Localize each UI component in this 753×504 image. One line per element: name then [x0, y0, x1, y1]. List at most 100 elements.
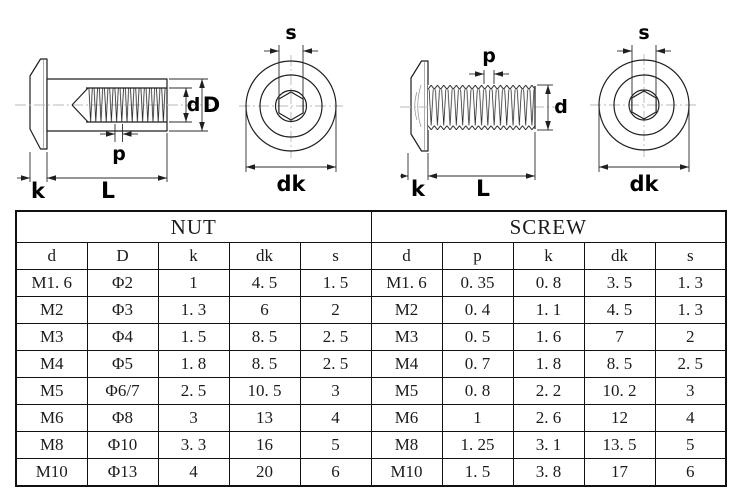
dim-label-D: D: [203, 93, 220, 117]
dimension-dk: dk: [598, 108, 690, 196]
table-cell: 20: [228, 458, 301, 487]
column-header-nut-k: k: [157, 242, 230, 270]
table-cell: 17: [583, 458, 656, 487]
column-header-screw-s: s: [654, 242, 727, 270]
dim-label-dk: dk: [630, 172, 660, 196]
table-cell: 3: [654, 377, 727, 405]
table-cell: 1. 25: [441, 431, 514, 459]
table-cell: Φ10: [86, 431, 159, 459]
dim-label-p: p: [112, 143, 126, 165]
column-header-screw-d: d: [370, 242, 443, 270]
dimension-k-L: k L: [17, 133, 168, 200]
table-cell: 5: [654, 431, 727, 459]
column-header-screw-k: k: [512, 242, 585, 270]
table-cell: 3. 8: [512, 458, 585, 487]
table-cell: 10. 5: [228, 377, 301, 405]
table-cell: 4. 5: [228, 269, 301, 297]
dim-label-d: d: [554, 96, 568, 118]
table-cell: 2: [299, 296, 372, 324]
table-cell: 1: [157, 269, 230, 297]
table-cell: 1. 1: [512, 296, 585, 324]
table-cell: 6: [299, 458, 372, 487]
table-cell: 10. 2: [583, 377, 656, 405]
table-cell: 0. 7: [441, 350, 514, 378]
table-cell: M8: [15, 431, 88, 459]
table-cell: 13. 5: [583, 431, 656, 459]
table-cell: M3: [15, 323, 88, 351]
table-cell: 1. 3: [654, 269, 727, 297]
table-group-header-row: NUT SCREW: [15, 210, 727, 243]
screw-head-profile: [410, 60, 429, 152]
dimension-D: D: [169, 78, 220, 132]
dimension-s: s: [617, 25, 671, 101]
table-cell: 2: [654, 323, 727, 351]
table-cell: 0. 5: [441, 323, 514, 351]
barrel-circle: [259, 74, 323, 138]
dimension-k-L: k L: [400, 132, 536, 198]
column-header-nut-d: d: [15, 242, 88, 270]
table-cell: M8: [370, 431, 443, 459]
table-cell: 3. 1: [512, 431, 585, 459]
dimension-s: s: [264, 25, 318, 102]
table-cell: 12: [583, 404, 656, 432]
screw-group-header: SCREW: [370, 210, 727, 243]
dim-label-L: L: [101, 179, 115, 200]
table-cell: 2. 2: [512, 377, 585, 405]
dim-label-k: k: [411, 177, 426, 198]
table-cell: 3: [299, 377, 372, 405]
table-cell: M1. 6: [15, 269, 88, 297]
table-cell: M5: [370, 377, 443, 405]
nut-side-view-drawing: d D p k L: [15, 58, 220, 200]
table-cell: Φ13: [86, 458, 159, 487]
dim-label-d: d: [187, 94, 201, 116]
table-cell: Φ4: [86, 323, 159, 351]
dimension-d: d: [169, 87, 201, 123]
table-cell: Φ2: [86, 269, 159, 297]
dim-label-s: s: [638, 25, 649, 44]
column-header-nut-s: s: [299, 242, 372, 270]
table-cell: 1. 6: [512, 323, 585, 351]
center-crosshair: [590, 54, 698, 157]
dimension-d: d: [537, 84, 568, 131]
column-header-screw-dk: dk: [583, 242, 656, 270]
dimension-dk: dk: [245, 109, 337, 196]
table-cell: 1. 5: [441, 458, 514, 487]
table-cell: M2: [15, 296, 88, 324]
column-header-nut-D: D: [86, 242, 159, 270]
table-cell: 2. 5: [654, 350, 727, 378]
table-cell: 3: [157, 404, 230, 432]
table-cell: M10: [15, 458, 88, 487]
table-cell: 0. 4: [441, 296, 514, 324]
table-cell: 4. 5: [583, 296, 656, 324]
table-cell: M3: [370, 323, 443, 351]
dimension-p: p: [469, 45, 509, 84]
dim-label-p: p: [482, 45, 496, 67]
table-cell: 2. 5: [299, 350, 372, 378]
table-cell: 4: [654, 404, 727, 432]
table-cell: Φ3: [86, 296, 159, 324]
socket-circle: [628, 89, 660, 121]
table-cell: Φ8: [86, 404, 159, 432]
nut-group-header: NUT: [15, 210, 372, 243]
table-cell: M6: [15, 404, 88, 432]
table-cell: 8. 5: [583, 350, 656, 378]
table-cell: M6: [370, 404, 443, 432]
dim-label-L: L: [476, 177, 490, 198]
neck-circle: [613, 74, 675, 136]
head-outer-circle: [245, 60, 337, 152]
table-cell: M4: [370, 350, 443, 378]
table-cell: 8. 5: [228, 350, 301, 378]
table-cell: 1. 5: [299, 269, 372, 297]
table-cell: M4: [15, 350, 88, 378]
table-cell: 2. 5: [157, 377, 230, 405]
screw-thread-shaft: [428, 85, 536, 130]
table-cell: 1. 3: [654, 296, 727, 324]
table-cell: Φ5: [86, 350, 159, 378]
